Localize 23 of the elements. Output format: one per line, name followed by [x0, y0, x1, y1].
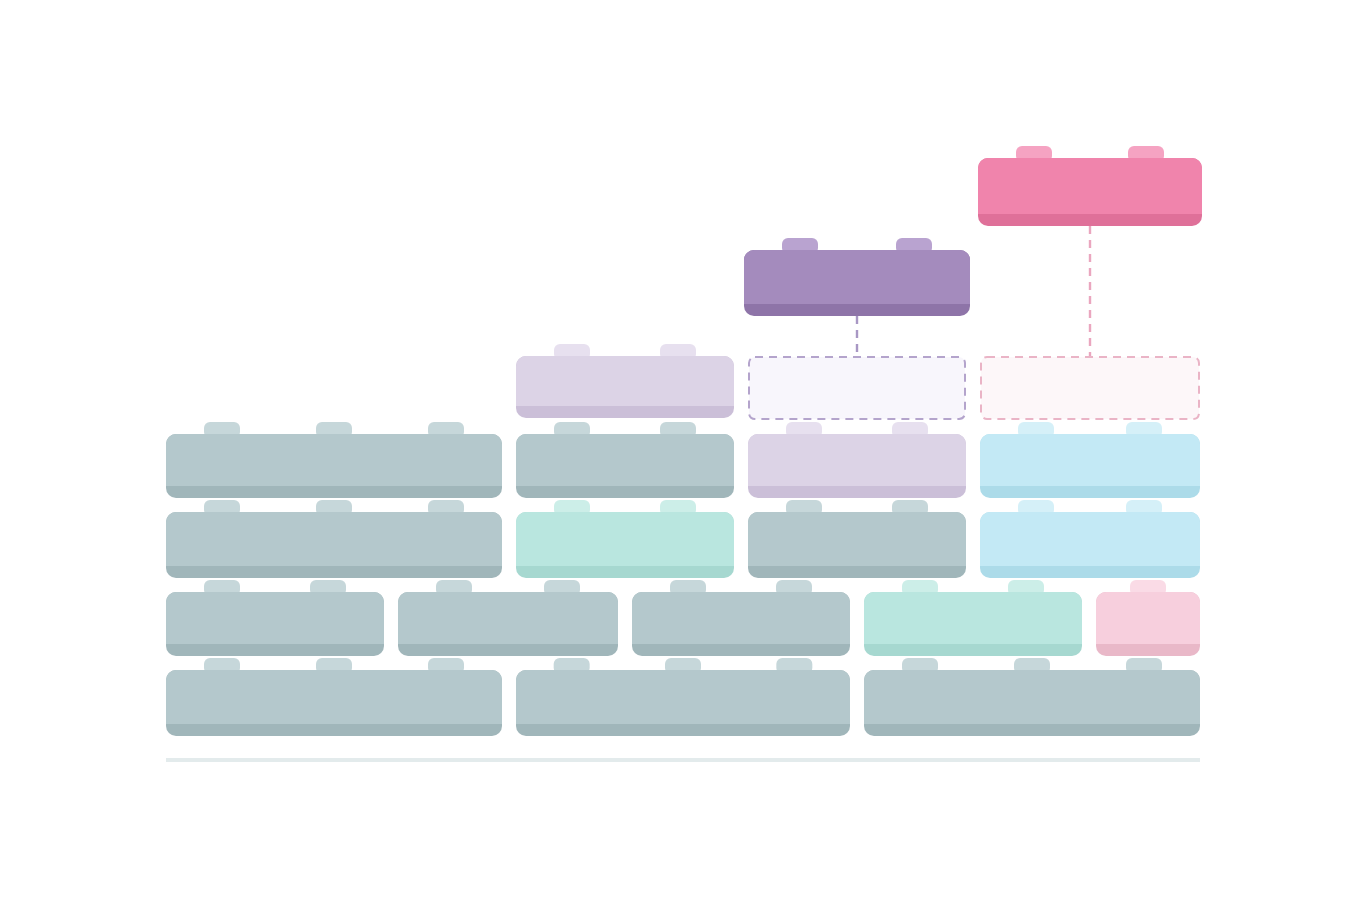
brick	[748, 500, 966, 578]
brick	[166, 500, 502, 578]
brick	[166, 658, 502, 736]
dashed-connector	[855, 316, 859, 356]
brick	[516, 422, 734, 498]
brick	[864, 658, 1200, 736]
brick	[166, 580, 384, 656]
brick	[516, 658, 850, 736]
brick	[516, 344, 734, 418]
dashed-outline-brick	[980, 356, 1200, 420]
brick	[980, 422, 1200, 498]
brick	[980, 500, 1200, 578]
dashed-connector	[1088, 226, 1092, 356]
brick	[744, 238, 970, 316]
brick	[398, 580, 618, 656]
brick	[864, 580, 1082, 656]
brick	[978, 146, 1202, 226]
dashed-outline-brick	[748, 356, 966, 420]
brick	[632, 580, 850, 656]
brick	[748, 422, 966, 498]
brick	[516, 500, 734, 578]
brick	[1096, 580, 1200, 656]
brick	[166, 422, 502, 498]
